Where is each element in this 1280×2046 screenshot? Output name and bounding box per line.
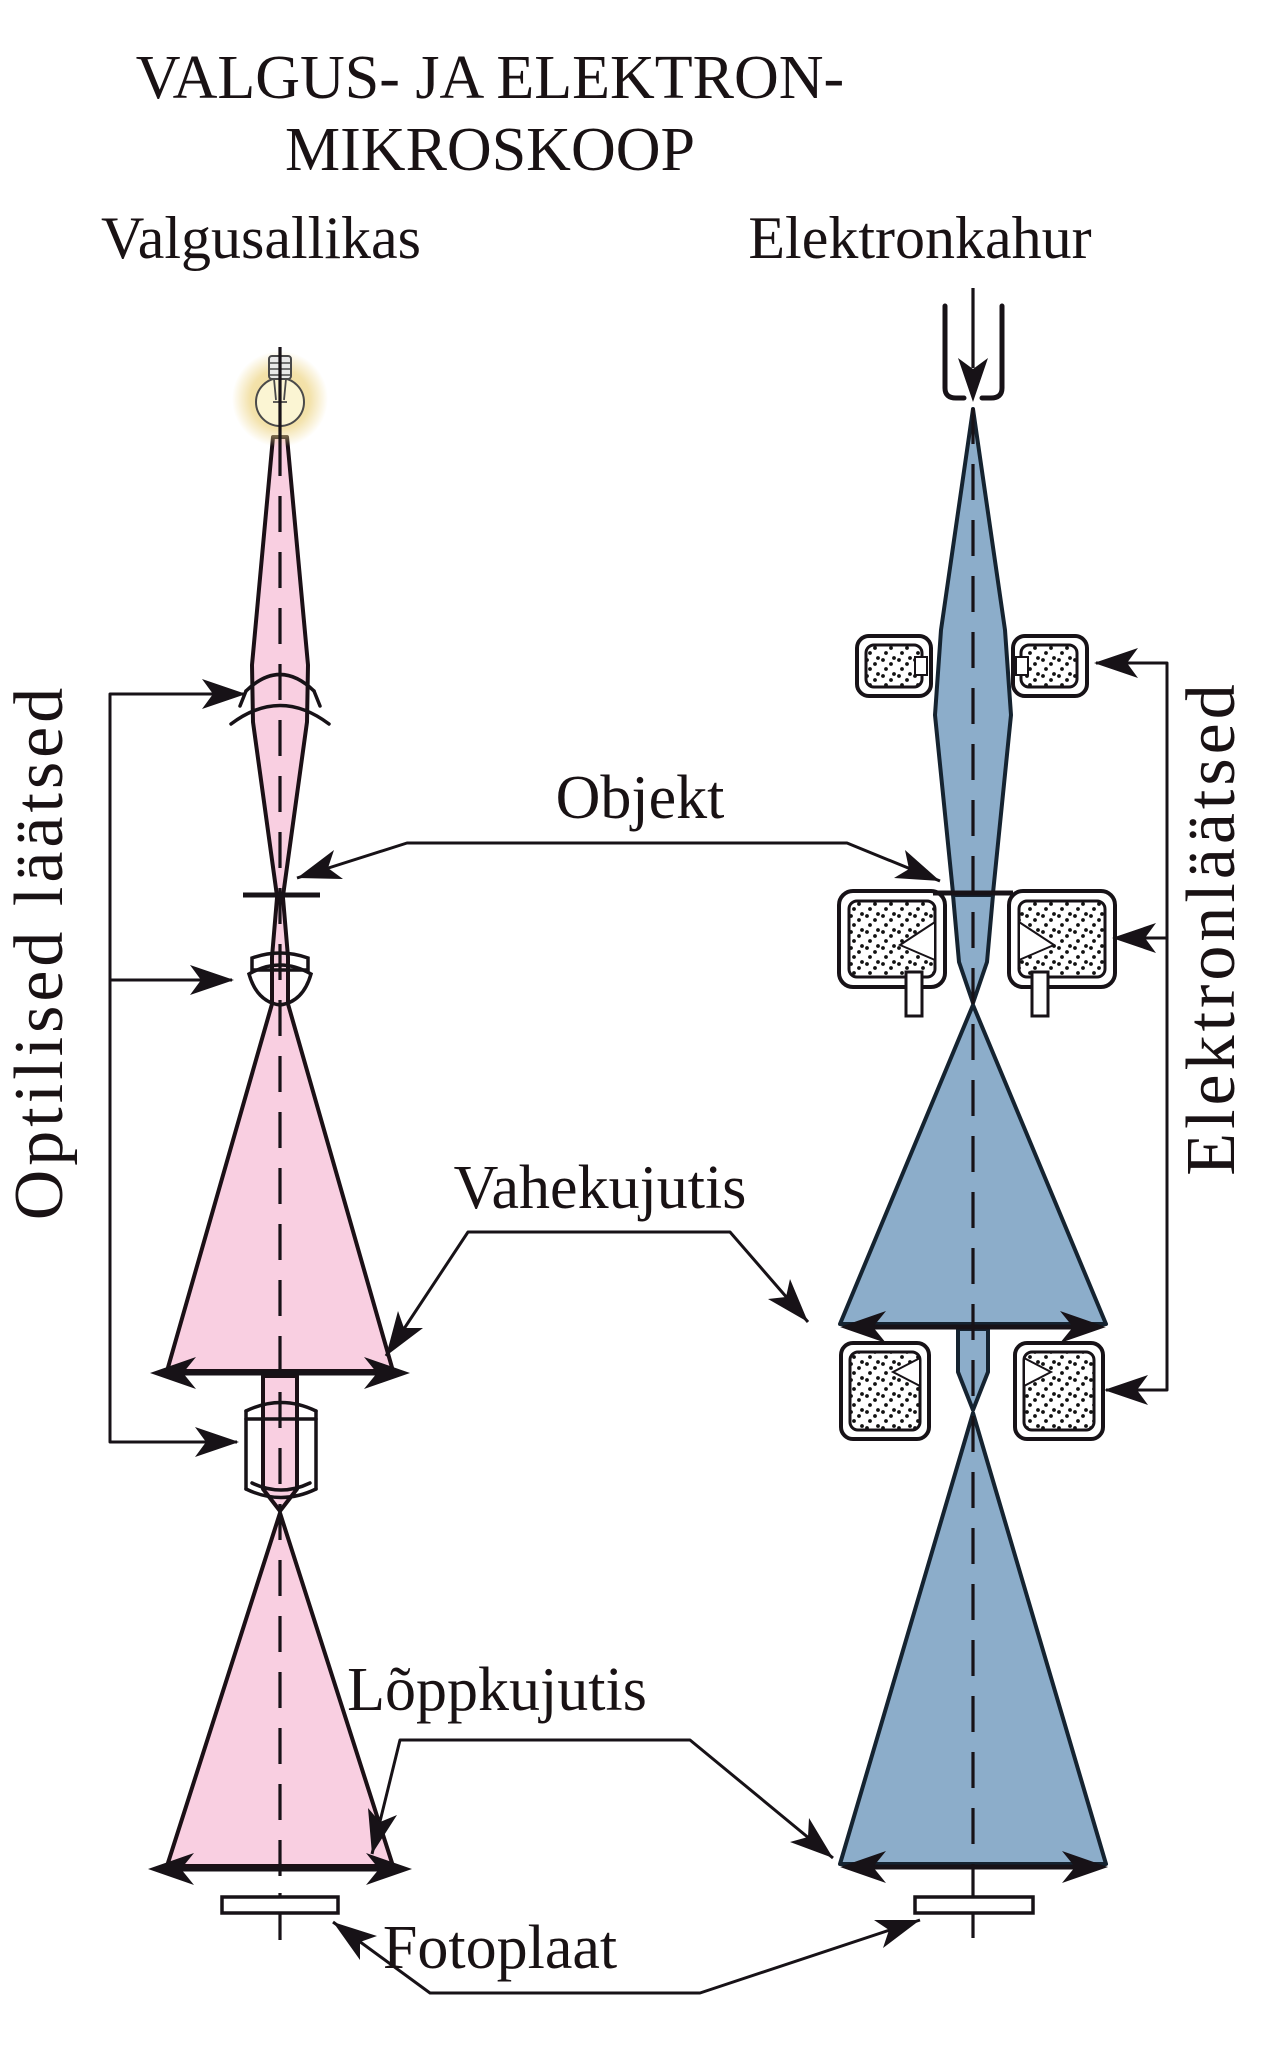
arrow-to-projector-icon <box>195 1427 239 1457</box>
photo-plate-left <box>220 1895 340 1915</box>
photo-plate-label: Fotoplaat <box>383 1914 617 1982</box>
final-image-label: Lõppkujutis <box>347 1656 647 1724</box>
final-image-callout <box>368 1738 834 1860</box>
objective-lower-element <box>246 963 314 1007</box>
intermediate-image-callout <box>384 1230 810 1357</box>
optical-lenses-label: Optilised läätsed <box>1 684 78 1221</box>
objective-upper-element <box>250 951 310 972</box>
projector-bottom-rim <box>250 1481 312 1492</box>
object-callout <box>296 841 941 883</box>
arrow-to-electron-objective-icon <box>1112 923 1156 953</box>
gun-cathode-left-wall <box>942 303 967 401</box>
diagram-title-line2: MIKROSKOOP <box>285 116 695 184</box>
projector-bottom-arc <box>244 1487 318 1500</box>
electron-condenser-coil-left <box>855 634 933 698</box>
light-source-label: Valgusallikas <box>101 205 421 271</box>
condenser-lens <box>229 672 331 726</box>
diagram-title-line1: VALGUS- JA ELEKTRON- <box>136 44 844 112</box>
gun-arrow-icon <box>958 358 988 402</box>
electron-objective-coil-left <box>837 889 947 1018</box>
photo-plate-right <box>913 1895 1035 1915</box>
projector-lens <box>244 1400 318 1500</box>
electron-objective-coil-right <box>1007 889 1117 1018</box>
electron-lenses-label: Elektronläätsed <box>1173 680 1250 1175</box>
arrow-to-electron-projector-icon <box>1104 1375 1148 1405</box>
gun-cathode-right-wall <box>979 303 1005 401</box>
arrow-to-electron-condenser-icon <box>1094 648 1138 678</box>
electron-gun-icon <box>942 303 1005 402</box>
condenser-lower-arc <box>229 703 331 726</box>
final-image-arrow-left <box>148 1853 412 1885</box>
projector-sides <box>244 1409 318 1491</box>
optical-lenses-bracket <box>108 679 246 1457</box>
objective-lens <box>246 951 314 1007</box>
intermediate-image-arrow-left <box>150 1357 410 1389</box>
final-image-arrow-right <box>840 1851 1108 1883</box>
intermediate-image-label: Vahekujutis <box>454 1154 747 1222</box>
light-beam-projector-column <box>261 1374 299 1513</box>
electron-projector-coil-right <box>1013 1341 1105 1441</box>
object-label: Objekt <box>556 764 725 832</box>
electron-projector-coil-left <box>839 1341 931 1441</box>
photo-plate-callout <box>332 1918 921 1995</box>
arrow-to-objective-icon <box>190 965 234 995</box>
projector-top-arc <box>244 1400 318 1413</box>
electron-condenser-coil-right <box>1011 634 1089 698</box>
intermediate-image-arrow-right <box>840 1311 1106 1343</box>
condenser-upper-arc <box>244 672 316 693</box>
electron-gun-label: Elektronkahur <box>748 205 1091 271</box>
electron-lenses-bracket <box>1094 648 1169 1405</box>
condenser-side-ticks <box>238 689 322 708</box>
arrow-to-condenser-icon <box>202 679 246 709</box>
